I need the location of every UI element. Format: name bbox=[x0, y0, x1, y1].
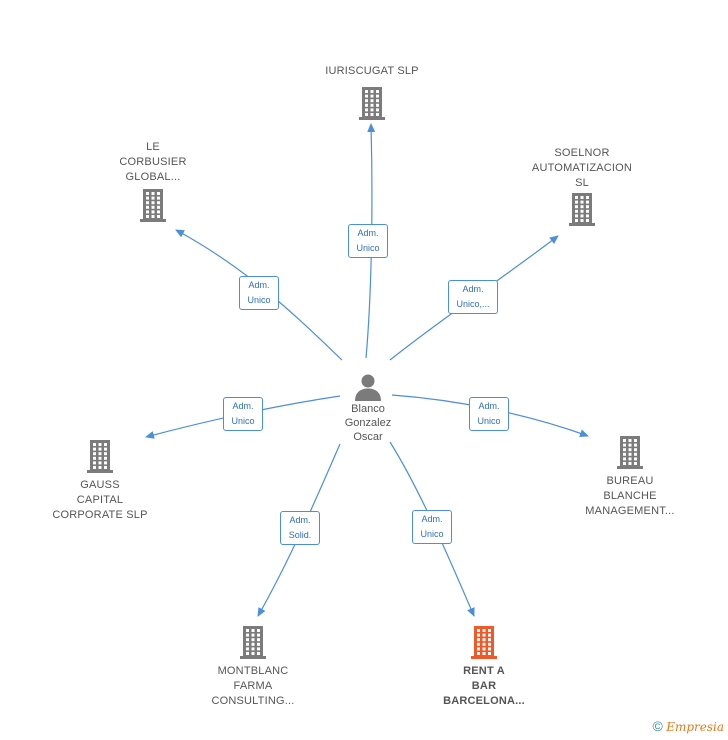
company-label: SOELNOR AUTOMATIZACION SL bbox=[531, 147, 633, 189]
person-icon bbox=[355, 374, 381, 401]
company-soelnor[interactable]: SOELNOR AUTOMATIZACION SL bbox=[522, 146, 642, 227]
role-badge-iuriscugat: Adm. Unico bbox=[348, 224, 388, 258]
role-badge-gauss: Adm. Unico bbox=[223, 397, 263, 431]
copyright-icon: © bbox=[652, 718, 663, 734]
copyright-footer: © Empresia bbox=[653, 718, 724, 734]
brand-logo: Empresia bbox=[666, 720, 724, 734]
center-person-name: Blanco Gonzalez Oscar bbox=[344, 403, 392, 443]
company-label: LE CORBUSIER GLOBAL... bbox=[119, 141, 187, 183]
building-icon bbox=[471, 626, 497, 659]
building-icon bbox=[140, 189, 166, 222]
company-label: BUREAU BLANCHE MANAGEMENT... bbox=[585, 475, 675, 517]
role-badge-lecorbusier: Adm. Unico bbox=[239, 276, 279, 310]
company-iuriscugat[interactable]: IURISCUGAT SLP bbox=[312, 64, 432, 121]
company-label: MONTBLANC FARMA CONSULTING... bbox=[211, 665, 295, 707]
company-montblanc[interactable]: MONTBLANC FARMA CONSULTING... bbox=[193, 624, 313, 709]
company-bureau[interactable]: BUREAU BLANCHE MANAGEMENT... bbox=[570, 434, 690, 519]
role-badge-rentabar: Adm. Unico bbox=[412, 510, 452, 544]
company-gauss[interactable]: GAUSS CAPITAL CORPORATE SLP bbox=[40, 438, 160, 523]
company-label: RENT A BAR BARCELONA... bbox=[443, 665, 525, 707]
building-icon bbox=[569, 193, 595, 226]
building-icon bbox=[617, 436, 643, 469]
company-rentabar[interactable]: RENT A BAR BARCELONA... bbox=[424, 624, 544, 709]
company-lecorbusier[interactable]: LE CORBUSIER GLOBAL... bbox=[103, 140, 203, 223]
role-badge-soelnor: Adm. Unico,... bbox=[448, 280, 498, 314]
building-icon bbox=[359, 87, 385, 120]
role-badge-bureau: Adm. Unico bbox=[469, 397, 509, 431]
role-badge-montblanc: Adm. Solid. bbox=[280, 511, 320, 545]
building-icon bbox=[240, 626, 266, 659]
center-person[interactable]: Blanco Gonzalez Oscar bbox=[330, 372, 406, 444]
company-label: IURISCUGAT SLP bbox=[325, 65, 419, 77]
building-icon bbox=[87, 440, 113, 473]
company-label: GAUSS CAPITAL CORPORATE SLP bbox=[52, 479, 148, 521]
